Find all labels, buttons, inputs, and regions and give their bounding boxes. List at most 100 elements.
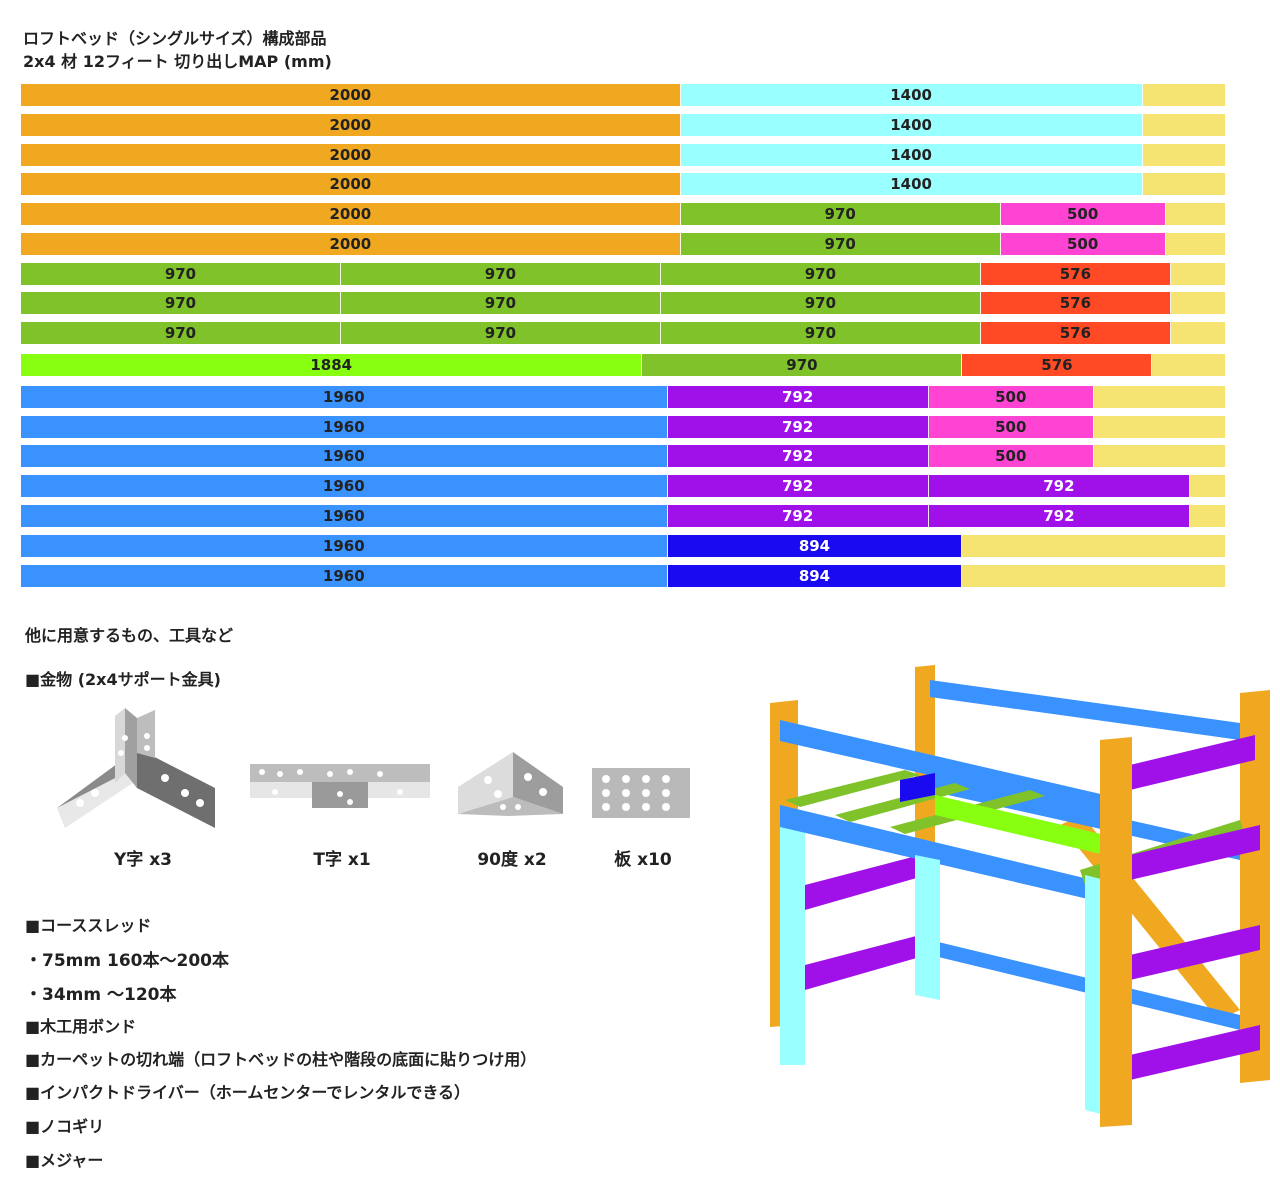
cut-piece-970: 970	[21, 263, 341, 285]
hardware-heading: ■金物 (2x4サポート金具)	[25, 670, 221, 689]
fitting-label-90: 90度 x2	[477, 850, 547, 870]
cut-piece-2000: 2000	[21, 114, 681, 136]
cut-piece-970: 970	[642, 354, 963, 376]
list-item: ■インパクトドライバー（ホームセンターでレンタルできる）	[25, 1083, 471, 1102]
cut-piece-1400: 1400	[680, 114, 1143, 136]
cut-piece-500: 500	[928, 386, 1094, 408]
flat-plate-icon	[592, 768, 690, 822]
fitting-label-t: T字 x1	[313, 850, 371, 870]
cut-piece-576: 576	[962, 354, 1153, 376]
title-line1: ロフトベッド（シングルサイズ）構成部品	[23, 29, 327, 48]
cut-piece-1960: 1960	[21, 475, 668, 497]
cut-piece-1960: 1960	[21, 565, 668, 587]
remnant-piece	[1152, 354, 1225, 376]
remnant-piece	[1142, 144, 1225, 166]
cut-piece-576: 576	[980, 263, 1171, 285]
cut-piece-1960: 1960	[21, 386, 668, 408]
cut-piece-792: 792	[667, 416, 929, 438]
cut-piece-1400: 1400	[680, 84, 1143, 106]
cut-piece-2000: 2000	[21, 233, 681, 255]
fitting-label-plate: 板 x10	[614, 850, 672, 870]
cut-piece-1960: 1960	[21, 416, 668, 438]
cut-piece-500: 500	[928, 445, 1094, 467]
remnant-piece	[1190, 475, 1225, 497]
remnant-piece	[1190, 505, 1225, 527]
cut-piece-1884: 1884	[21, 354, 643, 376]
remnant-piece	[1170, 292, 1225, 314]
list-item: ・75mm 160本～200本	[25, 951, 229, 971]
list-item: ■木工用ボンド	[25, 1017, 137, 1036]
fitting-label-y: Y字 x3	[113, 850, 173, 870]
cut-piece-894: 894	[667, 565, 963, 587]
cut-piece-500: 500	[1000, 233, 1166, 255]
remnant-piece	[1142, 173, 1225, 195]
y-bracket-icon	[55, 708, 220, 837]
cut-piece-970: 970	[680, 233, 1001, 255]
cut-piece-792: 792	[667, 505, 929, 527]
list-item: ■コーススレッド	[25, 916, 152, 935]
list-item: ・34mm ～120本	[25, 985, 177, 1005]
cut-piece-500: 500	[1000, 203, 1166, 225]
cut-piece-2000: 2000	[21, 173, 681, 195]
title-line2: 2x4 材 12フィート 切り出しMAP (mm)	[23, 52, 332, 71]
cut-piece-970: 970	[340, 263, 661, 285]
cut-piece-1400: 1400	[680, 144, 1143, 166]
cut-piece-576: 576	[980, 322, 1171, 344]
remnant-piece	[1165, 233, 1225, 255]
remnant-piece	[1093, 386, 1225, 408]
cut-piece-792: 792	[667, 475, 929, 497]
cut-piece-1400: 1400	[680, 173, 1143, 195]
t-bracket-icon	[250, 762, 430, 814]
list-item: ■ノコギリ	[25, 1117, 105, 1136]
cut-piece-792: 792	[928, 475, 1191, 497]
cut-piece-970: 970	[660, 263, 981, 285]
remnant-piece	[1170, 322, 1225, 344]
cut-piece-792: 792	[928, 505, 1191, 527]
cut-piece-970: 970	[660, 322, 981, 344]
cut-piece-2000: 2000	[21, 203, 681, 225]
remnant-piece	[1093, 416, 1225, 438]
cut-piece-1960: 1960	[21, 535, 668, 557]
remnant-piece	[1142, 114, 1225, 136]
corner-bracket-icon	[458, 752, 568, 821]
cut-piece-792: 792	[667, 386, 929, 408]
cut-piece-2000: 2000	[21, 84, 681, 106]
cut-piece-970: 970	[680, 203, 1001, 225]
cut-piece-894: 894	[667, 535, 963, 557]
cut-piece-970: 970	[21, 292, 341, 314]
remnant-piece	[1142, 84, 1225, 106]
list-item: ■メジャー	[25, 1151, 104, 1170]
remnant-piece	[962, 535, 1225, 557]
cut-piece-970: 970	[340, 292, 661, 314]
cut-piece-970: 970	[21, 322, 341, 344]
cut-piece-970: 970	[660, 292, 981, 314]
list-item: ■カーペットの切れ端（ロフトベッドの柱や階段の底面に貼りつけ用）	[25, 1050, 537, 1069]
remnant-piece	[1165, 203, 1225, 225]
cut-piece-1960: 1960	[21, 445, 668, 467]
remnant-piece	[1170, 263, 1225, 285]
cut-piece-970: 970	[340, 322, 661, 344]
loft-bed-illustration	[760, 655, 1275, 1139]
remnant-piece	[962, 565, 1225, 587]
cut-piece-2000: 2000	[21, 144, 681, 166]
remnant-piece	[1093, 445, 1225, 467]
cut-piece-1960: 1960	[21, 505, 668, 527]
cut-piece-500: 500	[928, 416, 1094, 438]
